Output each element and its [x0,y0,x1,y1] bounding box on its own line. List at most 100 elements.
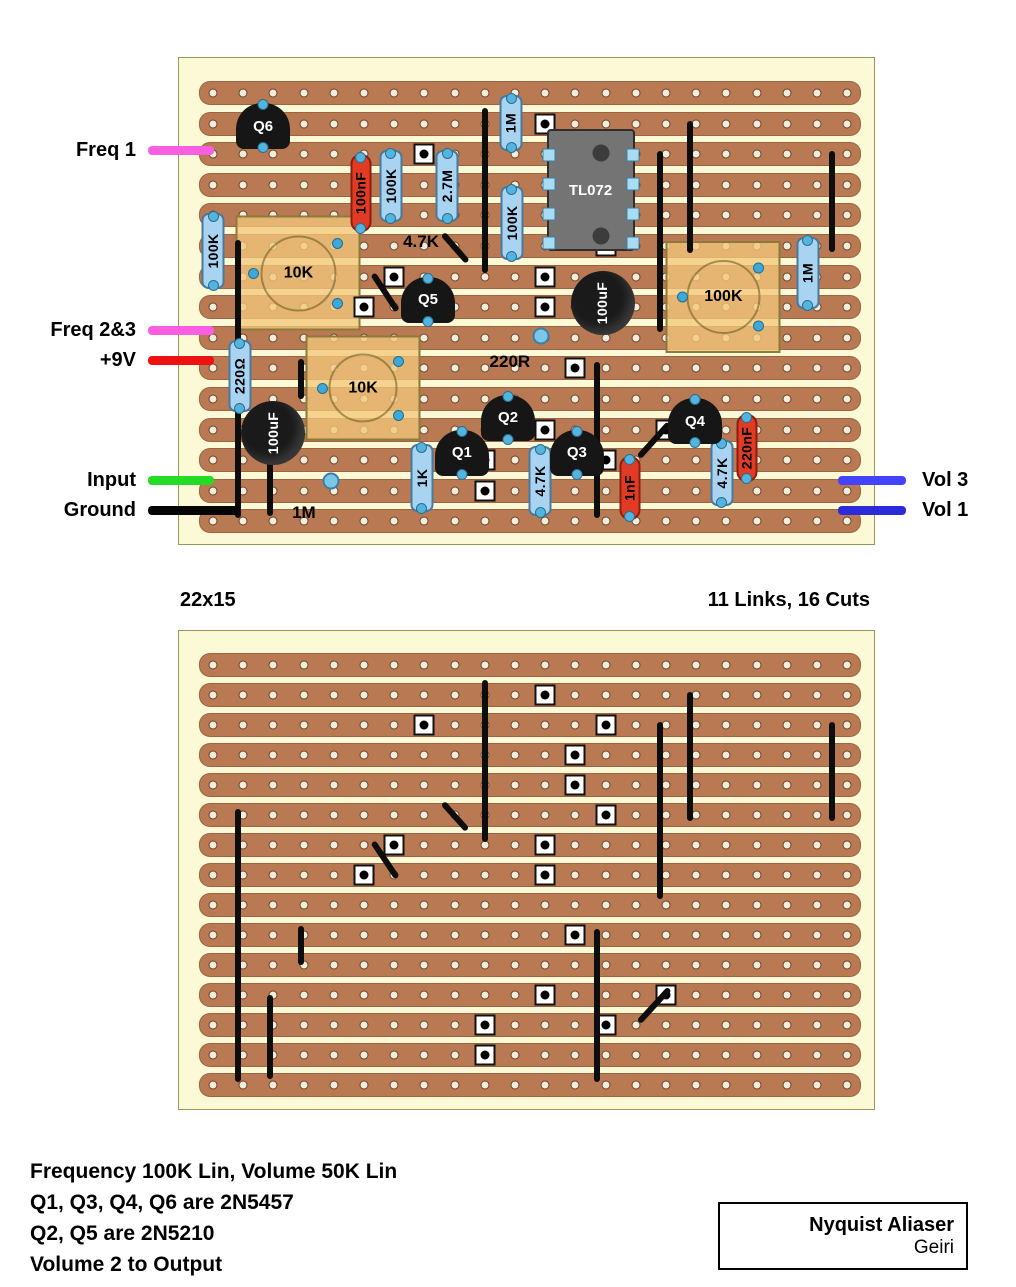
track-cut [595,804,617,826]
strip-hole [721,750,731,760]
strip-hole [540,930,550,940]
strip-hole [752,840,762,850]
strip-hole [480,302,490,312]
notes-block: Frequency 100K Lin, Volume 50K Lin Q1, Q… [30,1156,397,1280]
connection-label: Input [87,469,136,491]
strip-hole [601,960,611,970]
strip-hole [359,720,369,730]
strip-hole [208,119,218,129]
copper-strip [199,863,862,887]
strip-hole [299,810,309,820]
strip-hole [601,1050,611,1060]
transistor-Q5: Q5 [401,276,456,323]
strip-hole [540,750,550,760]
strip-hole [601,840,611,850]
board-size-label: 22x15 [180,589,236,611]
trimpot-pin [393,355,405,367]
strip-hole [419,690,429,700]
strip-hole [359,960,369,970]
strip-hole [601,425,611,435]
strip-hole [842,990,852,1000]
strip-hole [389,690,399,700]
strip-hole [721,870,731,880]
strip-hole [268,810,278,820]
strip-hole [842,750,852,760]
strip-hole [601,930,611,940]
strip-hole [601,363,611,373]
strip-hole [661,660,671,670]
strip-hole [299,840,309,850]
strip-hole [752,180,762,190]
track-cut [564,924,586,946]
resistor-1M: 1M [796,236,820,309]
strip-hole [208,840,218,850]
strip-hole [450,900,460,910]
strip-hole [208,870,218,880]
strip-hole [782,333,792,343]
strip-hole [480,870,490,880]
ic-pin [542,177,555,191]
strip-hole [540,516,550,526]
strip-hole [238,690,248,700]
ic-marker [592,144,610,162]
strip-hole [721,660,731,670]
resistor-100K: 100K [201,212,225,289]
strip-hole [329,720,339,730]
copper-strip [199,81,862,105]
strip-hole [631,990,641,1000]
strip-hole [691,210,701,220]
strip-hole [329,960,339,970]
strip-hole [419,425,429,435]
strip-hole [359,750,369,760]
strip-hole [329,690,339,700]
resistor-100K: 100K [379,150,403,223]
strip-hole [329,840,339,850]
resistor-100K: 100K [500,186,524,261]
strip-hole [389,516,399,526]
solder-dot [532,327,550,345]
strip-hole [661,394,671,404]
strip-hole [570,990,580,1000]
strip-hole [570,720,580,730]
strip-hole [208,302,218,312]
strip-hole [631,1050,641,1060]
strip-hole [208,1020,218,1030]
strip-hole [268,1080,278,1090]
component-label: 1nF [621,474,638,501]
strip-hole [389,750,399,760]
strip-hole [842,930,852,940]
strip-hole [752,1080,762,1090]
copper-strip [199,743,862,767]
strip-hole [419,1050,429,1060]
strip-hole [208,455,218,465]
strip-hole [299,990,309,1000]
copper-strip [199,1043,862,1067]
strip-hole [359,780,369,790]
strip-hole [540,363,550,373]
strip-hole [631,720,641,730]
strip-hole [812,425,822,435]
strip-hole [450,88,460,98]
strip-hole [510,960,520,970]
transistor-Q2: Q2 [481,394,536,441]
strip-hole [752,960,762,970]
strip-hole [540,394,550,404]
strip-hole [661,1080,671,1090]
jumper-link [656,151,663,332]
strip-hole [268,900,278,910]
component-label: 220nF [738,426,755,470]
strip-hole [510,516,520,526]
copper-strip [199,893,862,917]
track-cut [534,419,556,441]
capacitor-1nF: 1nF [619,455,641,520]
strip-hole [782,1050,792,1060]
strip-hole [812,486,822,496]
strip-hole [691,720,701,730]
strip-hole [450,870,460,880]
strip-hole [208,990,218,1000]
strip-hole [389,486,399,496]
strip-hole [268,750,278,760]
strip-hole [480,333,490,343]
strip-hole [752,690,762,700]
strip-hole [510,720,520,730]
